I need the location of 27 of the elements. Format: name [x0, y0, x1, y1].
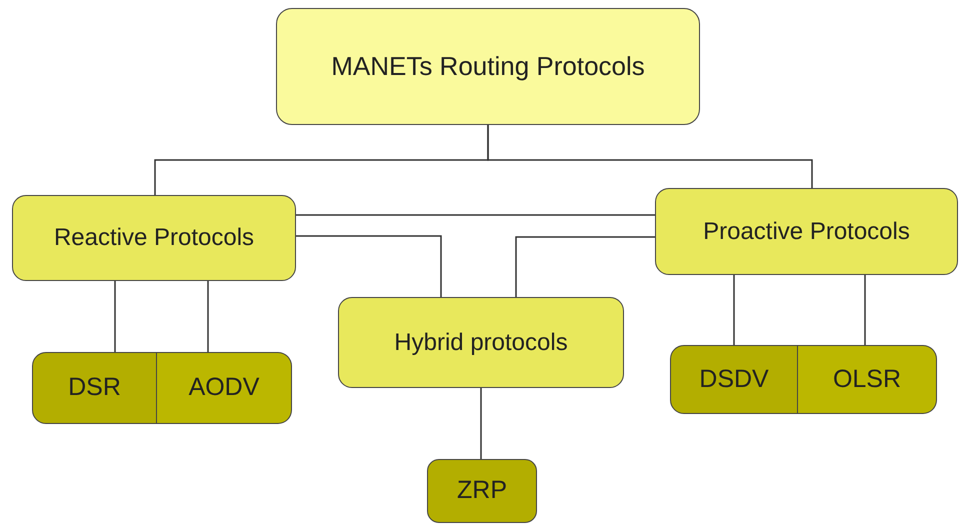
connector-line: [480, 388, 482, 459]
connector-line: [515, 236, 655, 297]
process-box: [157, 352, 292, 424]
connector-line: [864, 275, 866, 345]
process-box: [32, 352, 157, 424]
process-box: [670, 345, 798, 414]
process-box: [276, 8, 700, 125]
box-label: DSR: [68, 372, 121, 404]
connector-line: [733, 275, 735, 345]
box-label: Proactive Protocols: [703, 216, 910, 246]
box-label: MANETs Routing Protocols: [331, 50, 645, 83]
connector-line: [114, 281, 116, 352]
process-box: [798, 345, 937, 414]
connector-line: [207, 281, 209, 352]
box-label: AODV: [188, 372, 260, 404]
box-label: DSDV: [699, 364, 769, 395]
process-box: [655, 188, 958, 275]
connector-line: [296, 235, 442, 297]
box-label: OLSR: [832, 364, 902, 395]
box-label: ZRP: [457, 475, 507, 506]
box-label: Hybrid protocols: [394, 328, 568, 358]
connector-line: [487, 125, 813, 188]
connector-line: [296, 214, 655, 216]
process-box: [12, 195, 296, 281]
process-box: [427, 459, 537, 523]
process-box: [338, 297, 624, 388]
box-label: Reactive Protocols: [54, 223, 254, 253]
